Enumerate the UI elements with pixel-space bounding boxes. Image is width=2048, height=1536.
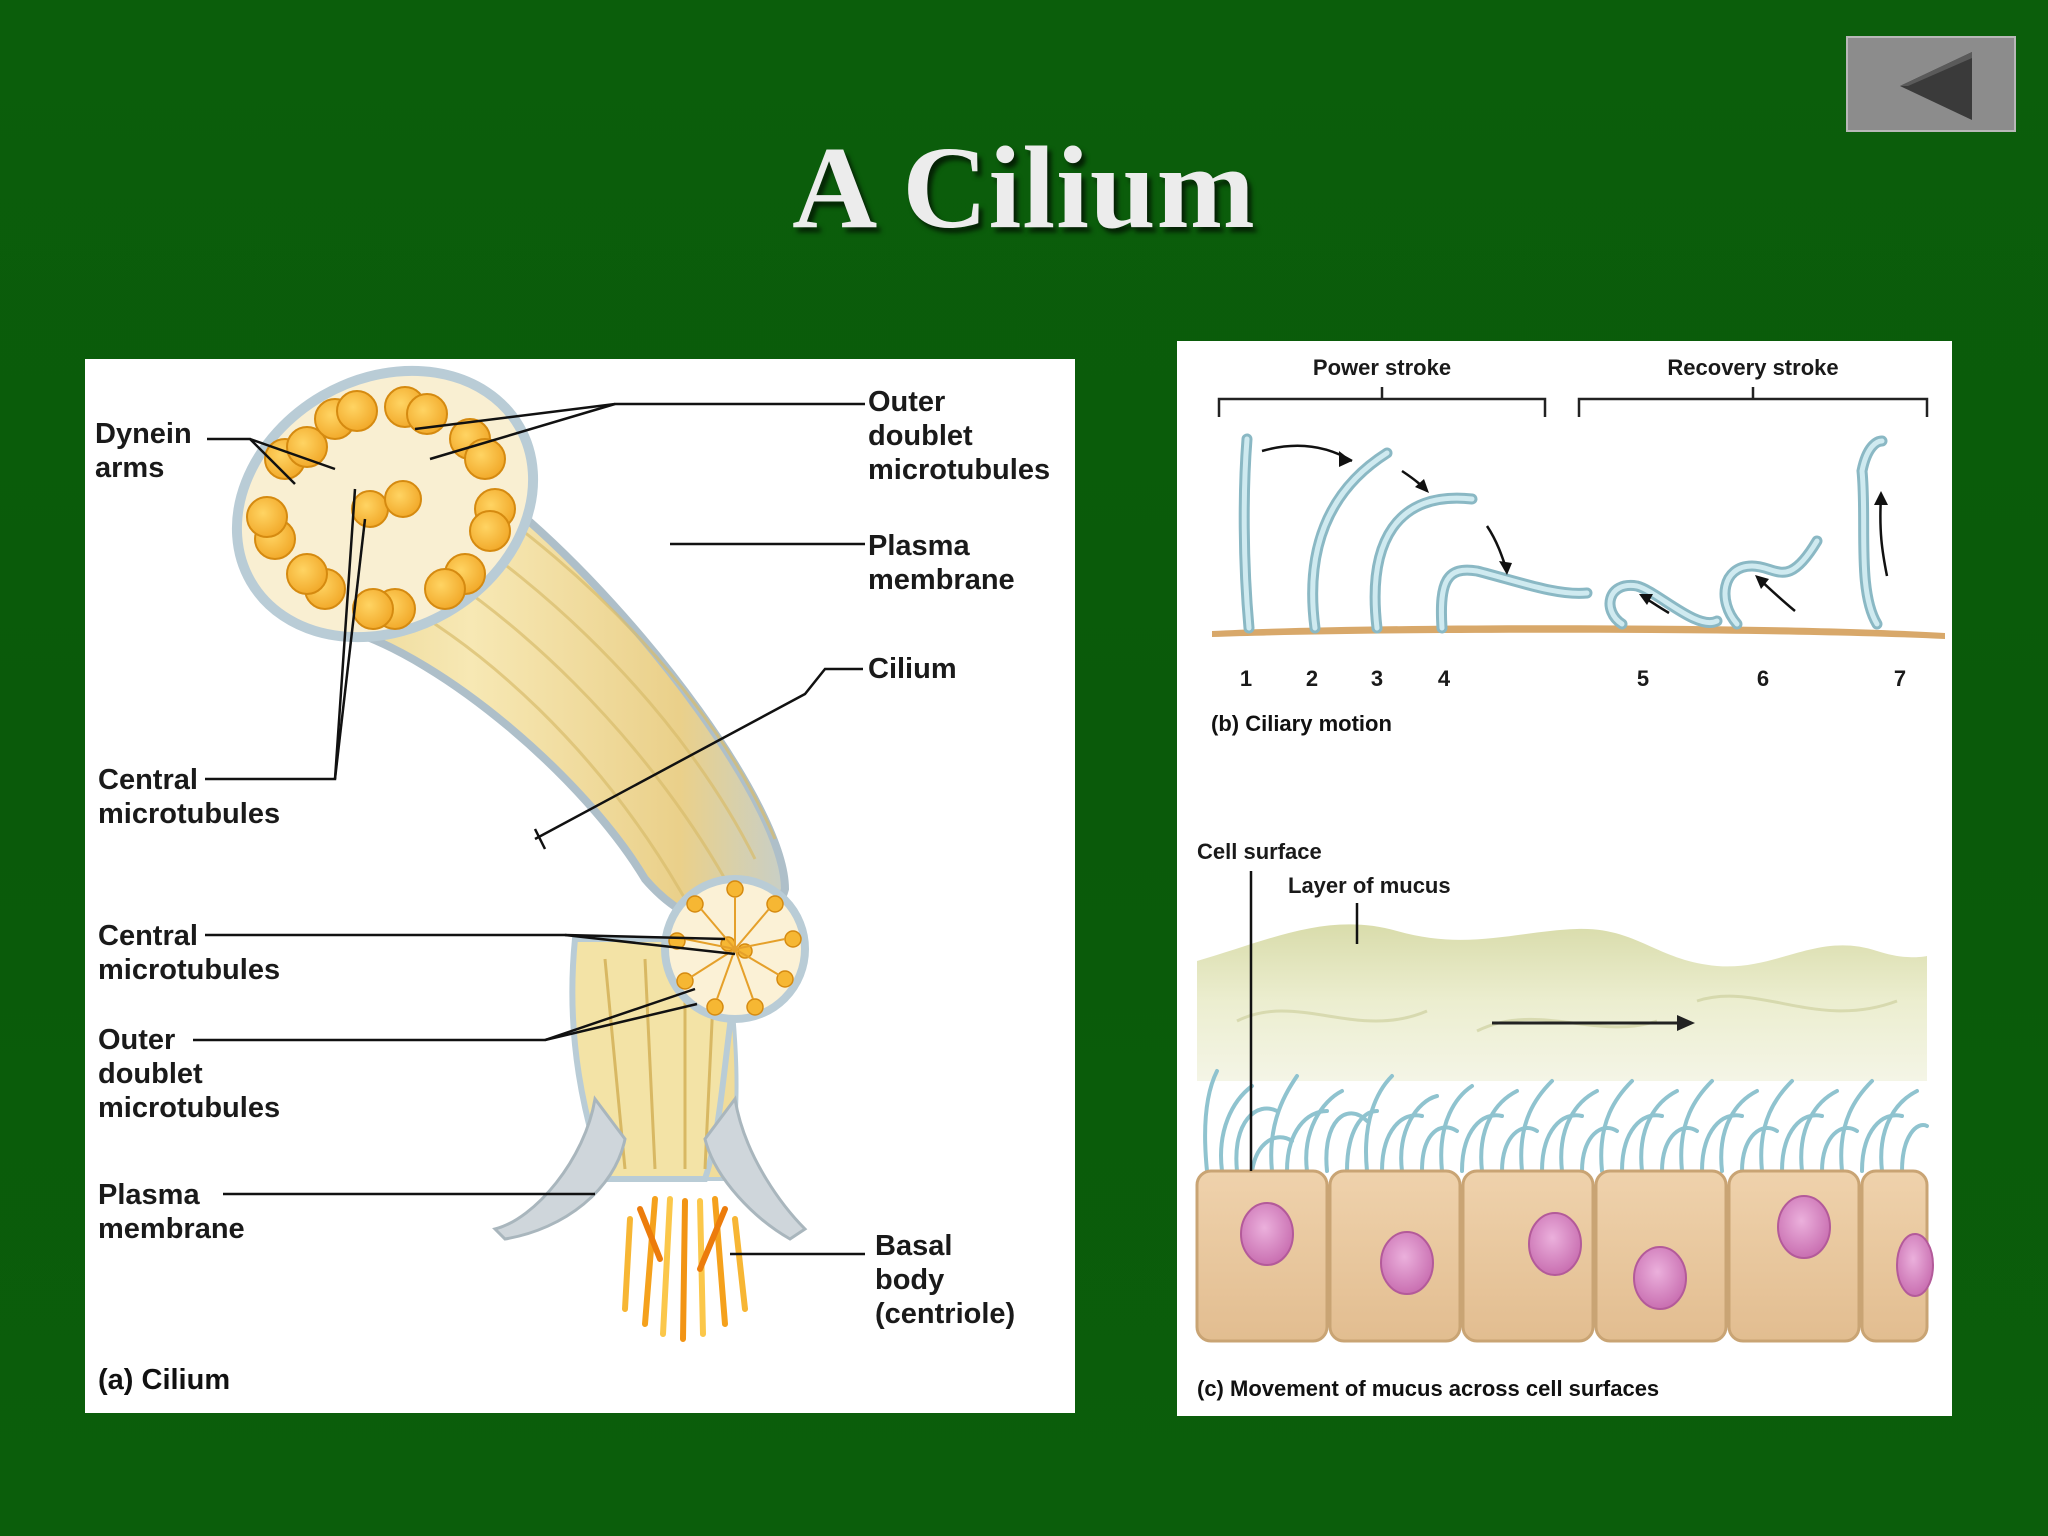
outer-doublet-ring — [246, 386, 516, 630]
position-7: 7 — [1894, 666, 1906, 691]
label-layer-of-mucus: Layer of mucus — [1288, 873, 1451, 898]
position-4: 4 — [1438, 666, 1451, 691]
label-power-stroke: Power stroke — [1313, 355, 1451, 380]
mucus-layer — [1197, 924, 1927, 1081]
position-3: 3 — [1371, 666, 1383, 691]
label-plasma-membrane-bottom: Plasma membrane — [98, 1179, 245, 1245]
caption-a: (a) Cilium — [98, 1364, 230, 1396]
caption-b: (b) Ciliary motion — [1211, 711, 1392, 736]
cilium-structure-panel: Dynein arms Outer doublet microtubules P… — [85, 359, 1075, 1413]
cilia-positions — [1238, 433, 1888, 634]
label-central-top: Central microtubules — [98, 764, 280, 830]
central-pair-top — [351, 480, 422, 528]
position-1: 1 — [1240, 666, 1252, 691]
caption-c: (c) Movement of mucus across cell surfac… — [1197, 1376, 1659, 1401]
label-recovery-stroke: Recovery stroke — [1667, 355, 1838, 380]
label-cilium: Cilium — [868, 653, 957, 685]
back-triangle-icon — [1900, 52, 1972, 120]
slide-title: A Cilium — [792, 122, 1256, 253]
position-5: 5 — [1637, 666, 1649, 691]
back-button[interactable] — [1846, 36, 2016, 132]
label-plasma-membrane-top: Plasma membrane — [868, 530, 1015, 596]
cell-nuclei — [1240, 1195, 1934, 1310]
ciliary-motion-panel: Power stroke Recovery stroke — [1177, 341, 1952, 1416]
label-cell-surface: Cell surface — [1197, 839, 1322, 864]
label-central-bottom: Central microtubules — [98, 920, 280, 986]
membrane-flare — [492, 1095, 627, 1241]
stroke-brackets — [1217, 387, 1929, 417]
label-outer-doublet-top: Outer doublet microtubules — [868, 386, 1050, 486]
position-2: 2 — [1306, 666, 1318, 691]
basal-body — [622, 1196, 748, 1342]
label-basal-body: Basal body (centriole) — [875, 1230, 1015, 1330]
label-outer-doublet-bottom: Outer doublet microtubules — [98, 1024, 280, 1124]
label-dynein-arms: Dynein arms — [95, 418, 200, 484]
position-6: 6 — [1757, 666, 1769, 691]
surface-cilia — [1203, 1069, 1929, 1173]
